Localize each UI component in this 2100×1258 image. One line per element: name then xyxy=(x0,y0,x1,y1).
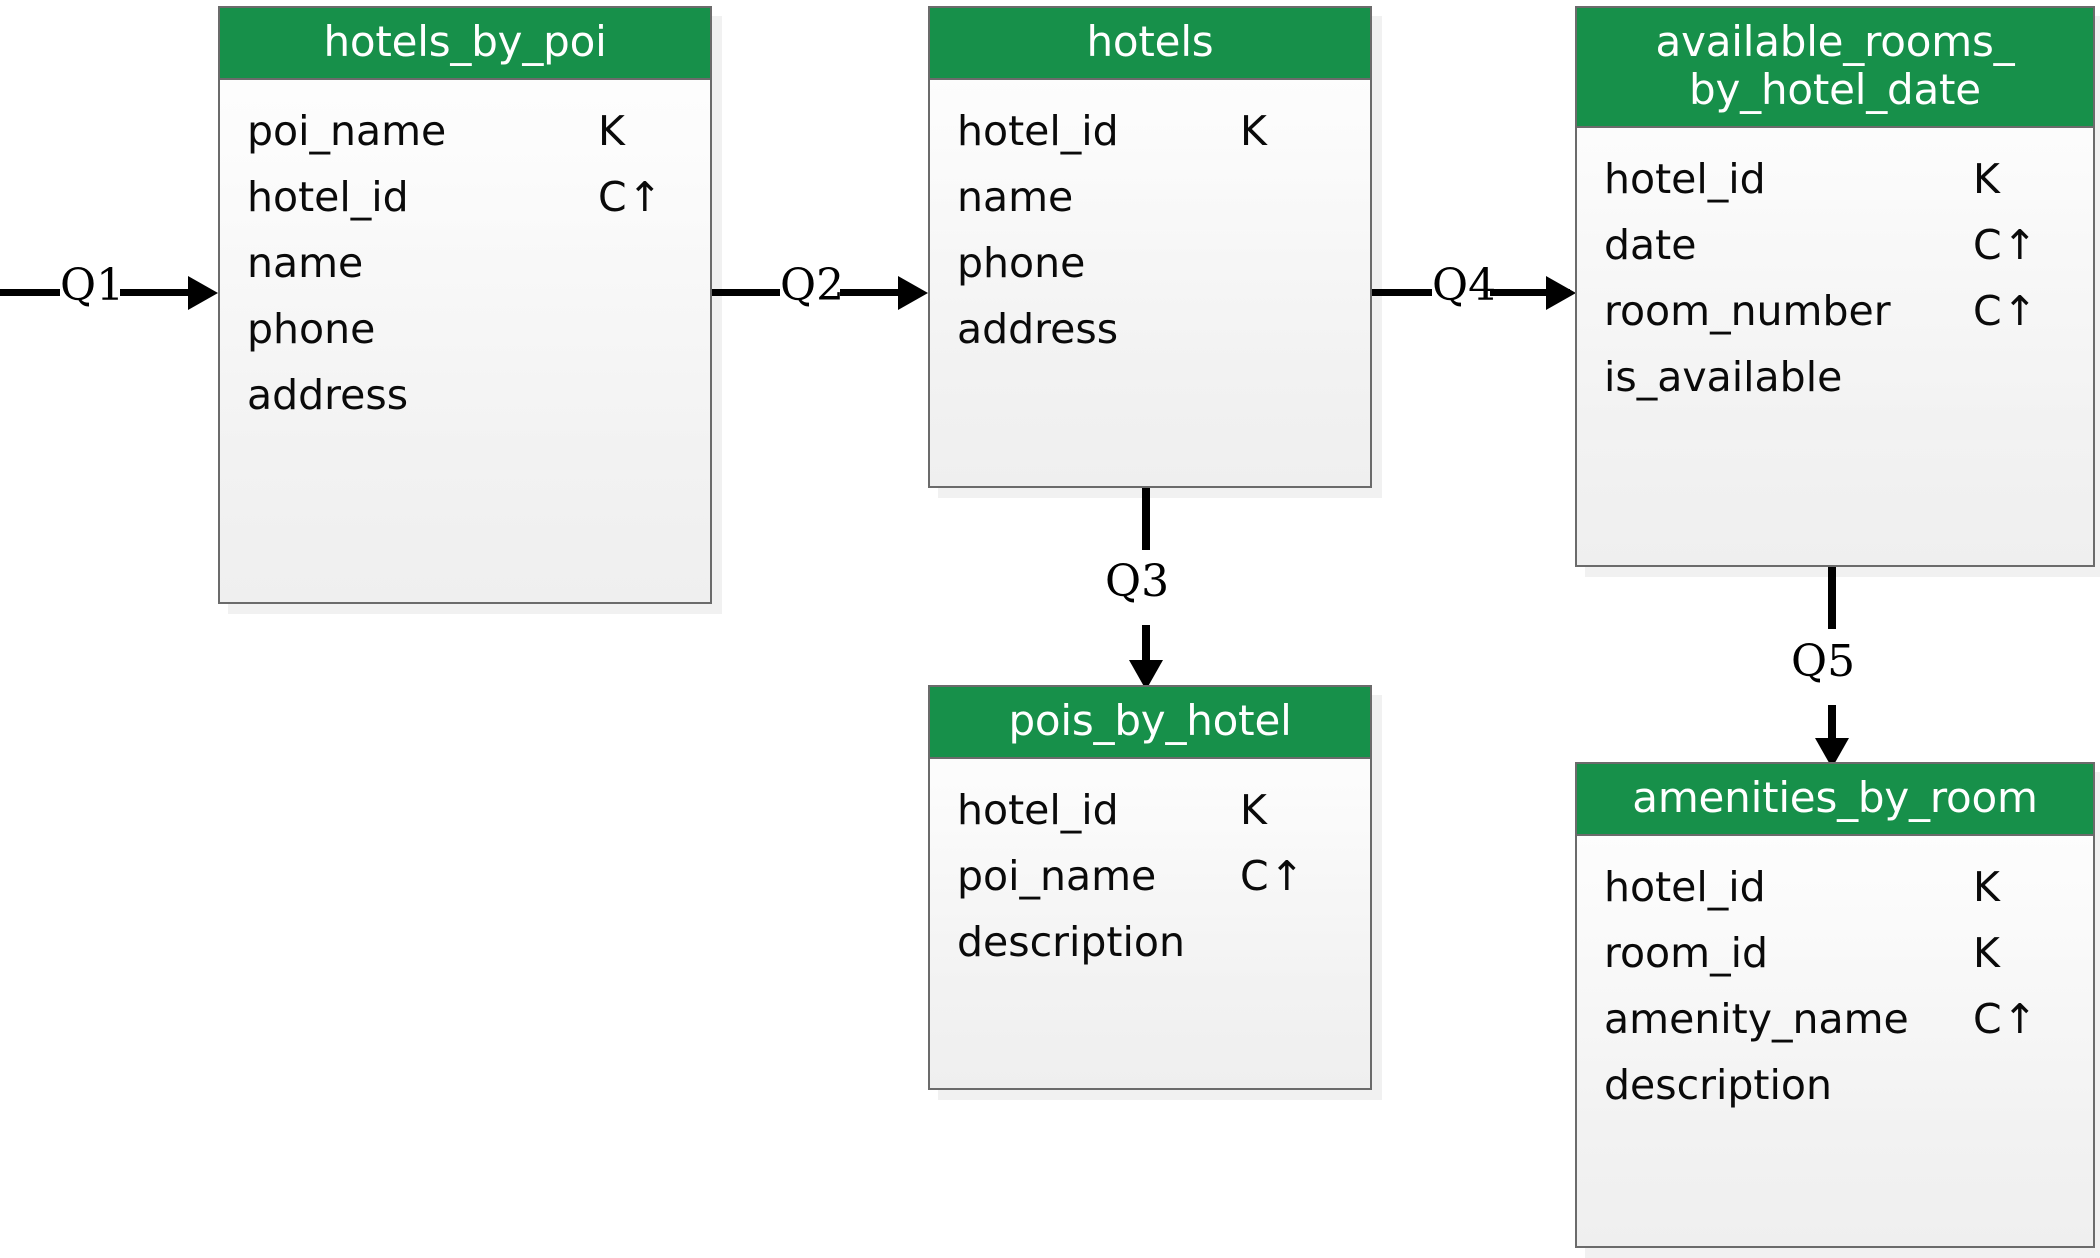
connector-q5-line-2 xyxy=(1828,705,1836,761)
column-name: phone xyxy=(247,304,376,353)
table-row: phone xyxy=(220,296,710,362)
connector-q5-line xyxy=(1828,567,1836,629)
table-row: poi_name C↑ xyxy=(930,843,1370,909)
table-pois-by-hotel-columns: hotel_id K poi_name C↑ description xyxy=(930,759,1370,989)
table-pois-by-hotel-title: pois_by_hotel xyxy=(930,687,1370,759)
table-hotels-columns: hotel_id K name phone address xyxy=(930,80,1370,376)
table-available-rooms-by-hotel-date[interactable]: available_rooms_ by_hotel_date hotel_id … xyxy=(1575,6,2095,567)
column-name: hotel_id xyxy=(1604,862,1766,911)
table-hotels-by-poi[interactable]: hotels_by_poi poi_name K hotel_id C↑ nam… xyxy=(218,6,712,604)
column-key: K xyxy=(1240,785,1268,834)
column-key: K xyxy=(1973,928,2001,977)
column-key: C↑ xyxy=(1973,220,2038,269)
column-key: K xyxy=(1240,106,1268,155)
table-row: poi_name K xyxy=(220,98,710,164)
table-row: address xyxy=(930,296,1370,362)
table-row: hotel_id K xyxy=(1577,146,2093,212)
connector-q4-label: Q4 xyxy=(1432,260,1497,311)
table-amenities-by-room[interactable]: amenities_by_room hotel_id K room_id K a… xyxy=(1575,762,2095,1248)
table-row: phone xyxy=(930,230,1370,296)
table-row: room_id K xyxy=(1577,920,2093,986)
connector-q1-arrowhead xyxy=(188,276,218,310)
column-key: C↑ xyxy=(1240,851,1305,900)
column-key: K xyxy=(1973,154,2001,203)
table-row: hotel_id K xyxy=(930,777,1370,843)
column-key: C↑ xyxy=(1973,286,2038,335)
column-name: poi_name xyxy=(957,851,1157,900)
connector-q3-label: Q3 xyxy=(1105,556,1170,607)
table-row: hotel_id K xyxy=(930,98,1370,164)
table-amenities-by-room-columns: hotel_id K room_id K amenity_name C↑ des… xyxy=(1577,836,2093,1132)
column-name: hotel_id xyxy=(1604,154,1766,203)
column-name: hotel_id xyxy=(247,172,409,221)
column-name: amenity_name xyxy=(1604,994,1909,1043)
column-name: poi_name xyxy=(247,106,447,155)
table-row: date C↑ xyxy=(1577,212,2093,278)
column-name: phone xyxy=(957,238,1086,287)
column-name: description xyxy=(957,917,1185,966)
connector-q4-arrowhead xyxy=(1546,276,1576,310)
connector-q2-line-2 xyxy=(840,289,920,296)
column-key: K xyxy=(1973,862,2001,911)
column-name: is_available xyxy=(1604,352,1843,401)
table-pois-by-hotel[interactable]: pois_by_hotel hotel_id K poi_name C↑ des… xyxy=(928,685,1372,1090)
table-row: name xyxy=(930,164,1370,230)
column-name: date xyxy=(1604,220,1697,269)
connector-q3-line xyxy=(1142,488,1150,550)
column-name: name xyxy=(247,238,364,287)
table-hotels-title: hotels xyxy=(930,8,1370,80)
column-name: hotel_id xyxy=(957,785,1119,834)
table-hotels-by-poi-columns: poi_name K hotel_id C↑ name phone addres… xyxy=(220,80,710,442)
column-key: C↑ xyxy=(1973,994,2038,1043)
connector-q2-label: Q2 xyxy=(780,260,845,311)
table-available-rooms-by-hotel-date-title: available_rooms_ by_hotel_date xyxy=(1577,8,2093,128)
column-name: address xyxy=(957,304,1119,353)
table-row: hotel_id C↑ xyxy=(220,164,710,230)
table-row: address xyxy=(220,362,710,428)
table-hotels-by-poi-title: hotels_by_poi xyxy=(220,8,710,80)
connector-q1-line-2 xyxy=(120,289,206,296)
table-row: hotel_id K xyxy=(1577,854,2093,920)
connector-q4-line-2 xyxy=(1490,289,1570,296)
table-row: is_available xyxy=(1577,344,2093,410)
column-name: name xyxy=(957,172,1074,221)
table-row: room_number C↑ xyxy=(1577,278,2093,344)
table-row: description xyxy=(930,909,1370,975)
column-name: room_number xyxy=(1604,286,1891,335)
table-amenities-by-room-title: amenities_by_room xyxy=(1577,764,2093,836)
table-hotels[interactable]: hotels hotel_id K name phone address xyxy=(928,6,1372,488)
connector-q3-line-2 xyxy=(1142,625,1150,683)
table-available-rooms-by-hotel-date-columns: hotel_id K date C↑ room_number C↑ is_ava… xyxy=(1577,128,2093,424)
connector-q5-label: Q5 xyxy=(1791,636,1856,687)
connector-q1-label: Q1 xyxy=(60,260,125,311)
table-row: name xyxy=(220,230,710,296)
column-key: C↑ xyxy=(598,172,663,221)
column-name: description xyxy=(1604,1060,1832,1109)
connector-q2-arrowhead xyxy=(898,276,928,310)
column-key: K xyxy=(598,106,626,155)
column-name: address xyxy=(247,370,409,419)
column-name: hotel_id xyxy=(957,106,1119,155)
table-row: description xyxy=(1577,1052,2093,1118)
column-name: room_id xyxy=(1604,928,1768,977)
table-row: amenity_name C↑ xyxy=(1577,986,2093,1052)
